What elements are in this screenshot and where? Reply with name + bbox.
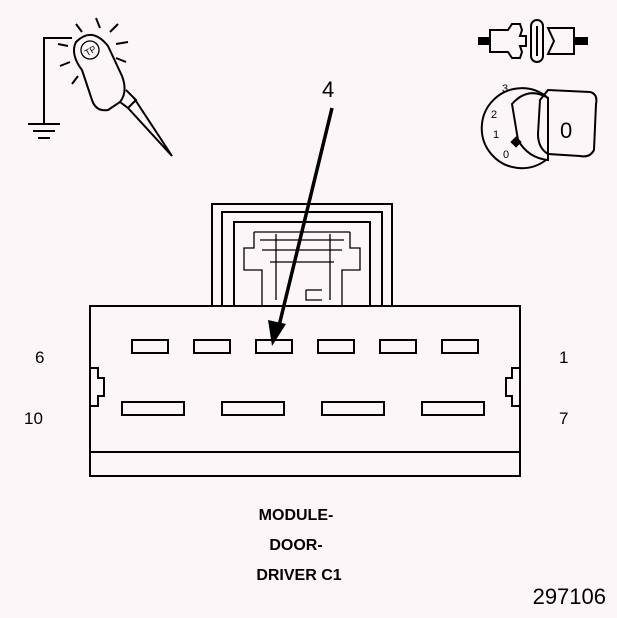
caption-line-1: MODULE- [259, 507, 334, 524]
ignition-position-label: 0 [560, 118, 572, 143]
caption-line-3: DRIVER C1 [256, 567, 341, 584]
terminal-cavity [421, 401, 485, 416]
ignition-key-icon: 3 2 1 0 0 [480, 83, 598, 170]
pin-number-bottom-right: 7 [559, 409, 568, 428]
terminal-cavity [441, 339, 479, 354]
terminal-cavity [321, 401, 385, 416]
pin-number-top-right: 1 [559, 348, 568, 367]
terminal-cavity [193, 339, 231, 354]
ignition-pointer [510, 136, 522, 148]
test-probe-icon: TP [28, 17, 173, 157]
svg-text:TP: TP [83, 44, 98, 58]
terminal-cavity [379, 339, 417, 354]
callout-pin-number: 4 [322, 77, 334, 102]
terminal-cavity [131, 339, 169, 354]
pin-number-bottom-left: 10 [24, 409, 43, 428]
terminal-cavity [255, 339, 293, 354]
svg-text:0: 0 [503, 149, 509, 161]
svg-text:3: 3 [502, 83, 508, 95]
probe-tp-badge [80, 40, 100, 60]
terminal-cavity [221, 401, 285, 416]
connector-disconnected-icon [478, 19, 588, 63]
connector-housing [89, 203, 521, 477]
svg-text:2: 2 [491, 109, 497, 121]
terminal-cavity [317, 339, 355, 354]
caption-line-2: DOOR- [269, 537, 322, 554]
svg-text:1: 1 [493, 129, 499, 141]
pin-number-top-left: 6 [35, 348, 44, 367]
figure-id: 297106 [533, 584, 606, 609]
terminal-cavity [121, 401, 185, 416]
callout-arrow [268, 107, 334, 346]
